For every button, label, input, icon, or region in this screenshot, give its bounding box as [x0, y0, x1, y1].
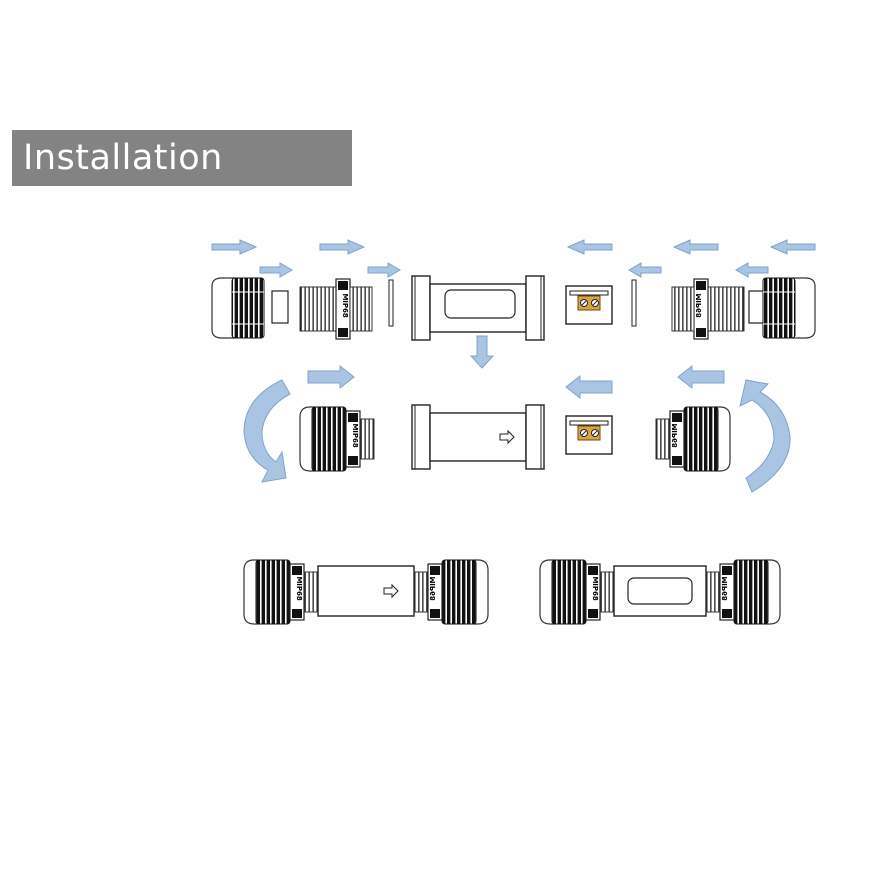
gland-body: [671, 278, 745, 340]
curved-arrow-icon: [243, 379, 291, 483]
assembled-gland: [655, 406, 731, 472]
arrow-right-icon: [211, 239, 257, 255]
arrow-left-icon: [673, 239, 719, 255]
housing-tube: [411, 404, 545, 470]
arrow-right-icon: [319, 239, 365, 255]
arrow-left-icon: [628, 262, 662, 278]
row-1-exploded: [211, 239, 816, 341]
arrow-left-icon: [677, 365, 725, 389]
gland-body: [299, 278, 373, 340]
assembled-gland: [413, 559, 489, 625]
cap-nut: [762, 277, 816, 339]
assembled-gland: [705, 559, 781, 625]
row-2-partial-assembly: [243, 365, 791, 493]
arrow-down-icon: [469, 335, 495, 369]
direction-arrow-icon: [383, 583, 399, 599]
terminal-block: [565, 285, 613, 325]
arrow-left-icon: [567, 239, 613, 255]
cap-nut: [211, 277, 265, 339]
arrow-right-icon: [307, 365, 355, 389]
assembled-gland: [299, 406, 375, 472]
arrow-right-icon: [259, 262, 293, 278]
direction-arrow-icon: [499, 429, 515, 445]
arrow-left-icon: [735, 262, 769, 278]
arrow-left-icon: [770, 239, 816, 255]
o-ring: [388, 279, 394, 327]
o-ring: [631, 279, 637, 327]
assembled-gland: [243, 559, 319, 625]
housing-tube: [317, 565, 415, 617]
arrow-right-icon: [367, 262, 401, 278]
curved-arrow-icon: [739, 379, 791, 493]
page-title: Installation method:: [12, 130, 352, 234]
assembled-gland: [539, 559, 615, 625]
terminal-block: [565, 415, 613, 455]
arrow-left-icon: [565, 375, 613, 399]
row-3-finished: [243, 559, 781, 625]
seal-ring: [271, 290, 289, 324]
